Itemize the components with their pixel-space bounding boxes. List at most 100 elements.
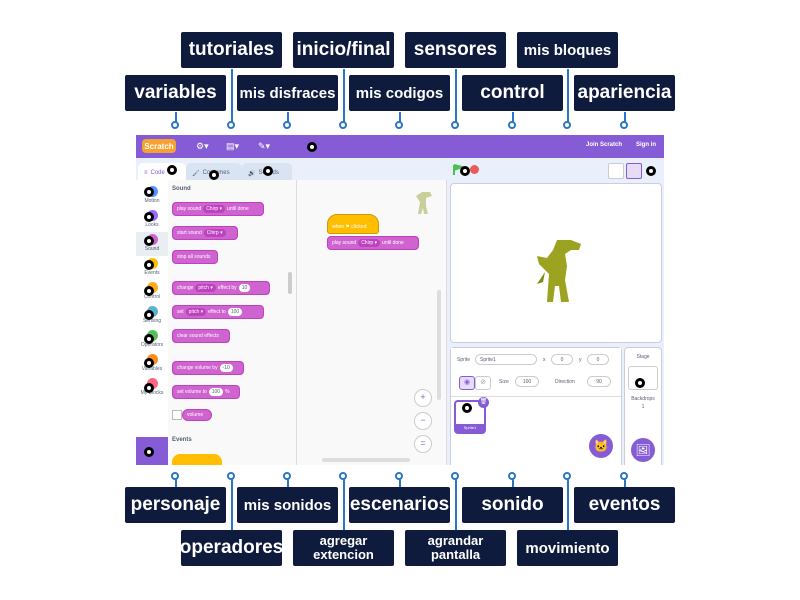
volume-checkbox[interactable]: [172, 410, 182, 420]
label-escenarios[interactable]: escenarios: [349, 487, 450, 523]
reporter-volume[interactable]: volume: [182, 409, 212, 421]
y-input[interactable]: 0: [587, 354, 609, 365]
marker-sound: [144, 236, 154, 246]
palette-scrollbar[interactable]: [288, 272, 292, 294]
marker-extension: [144, 447, 154, 457]
label-personaje[interactable]: personaje: [125, 487, 226, 523]
connector-pin: [508, 121, 516, 129]
label-agrandar-pantalla[interactable]: agrandar pantalla: [405, 530, 506, 566]
block-change-volume[interactable]: change volume by-10: [172, 361, 244, 375]
menu-bar: Scratch ⚙▾ ▤▾ ✎▾ Join Scratch Sign in: [136, 135, 664, 158]
zoom-reset-button[interactable]: =: [414, 435, 432, 453]
marker-sprite: [462, 403, 472, 413]
connector: [231, 69, 233, 122]
connector-pin: [283, 121, 291, 129]
connector-pin: [620, 121, 628, 129]
connector: [512, 479, 514, 488]
block-when-flag-clicked[interactable]: [172, 454, 222, 465]
connector: [455, 69, 457, 122]
marker-variables: [144, 358, 154, 368]
y-label: y: [579, 357, 582, 363]
scratch-logo[interactable]: Scratch: [142, 139, 176, 153]
label-mis-codigos[interactable]: mis codigos: [349, 75, 450, 111]
block-stop-all-sounds[interactable]: stop all sounds: [172, 250, 218, 264]
choose-backdrop-button[interactable]: 🖼: [631, 438, 655, 462]
join-scratch-link[interactable]: Join Scratch: [586, 142, 623, 148]
label-operadores[interactable]: operadores: [180, 530, 283, 566]
category-menu: Motion Looks Sound Events Control Sensin…: [136, 180, 169, 465]
connector-pin: [227, 121, 235, 129]
marker-operators: [144, 334, 154, 344]
sprite-watermark-icon: [416, 192, 432, 214]
connector-pin: [563, 121, 571, 129]
choose-sprite-button[interactable]: 🐱: [589, 434, 613, 458]
size-label: Size: [499, 379, 509, 385]
gear-icon[interactable]: ⚙▾: [196, 141, 209, 151]
label-variables[interactable]: variables: [125, 75, 226, 111]
sign-in-link[interactable]: Sign in: [636, 142, 656, 148]
label-apariencia[interactable]: apariencia: [574, 75, 675, 111]
marker-looks: [144, 212, 154, 222]
delete-sprite-icon[interactable]: 🗑: [478, 397, 489, 408]
marker-green-flag: [460, 166, 470, 176]
marker-my-blocks: [144, 383, 154, 393]
zoom-out-button[interactable]: −: [414, 412, 432, 430]
edit-icon[interactable]: ✎▾: [258, 141, 271, 151]
sprite-name-input[interactable]: Sprite1: [475, 354, 537, 365]
label-mis-disfraces[interactable]: mis disfraces: [237, 75, 338, 111]
connector: [567, 479, 569, 530]
label-sensores[interactable]: sensores: [405, 32, 506, 68]
backdrops-label: Backdrops: [631, 396, 655, 402]
marker-menubar: [307, 142, 317, 152]
connector: [343, 479, 345, 530]
connector: [343, 69, 345, 122]
file-icon[interactable]: ▤▾: [226, 141, 240, 151]
connector-pin: [451, 121, 459, 129]
marker-fullscreen: [646, 166, 656, 176]
label-control[interactable]: control: [462, 75, 563, 111]
marker-control: [144, 286, 154, 296]
stage-title: Stage: [636, 354, 650, 360]
label-eventos[interactable]: eventos: [574, 487, 675, 523]
label-agregar-extencion[interactable]: agregar extencion: [293, 530, 394, 566]
stage-header: [450, 162, 660, 180]
stage-canvas[interactable]: [450, 183, 662, 343]
normal-stage-button[interactable]: [626, 163, 642, 179]
script-when-flag-clicked[interactable]: when ⚑ clicked: [327, 214, 379, 234]
show-visible-button[interactable]: ◉: [459, 376, 475, 390]
workspace-scrollbar-horizontal[interactable]: [322, 458, 410, 462]
small-stage-button[interactable]: [608, 163, 624, 179]
show-hidden-button[interactable]: ⊘: [475, 376, 491, 390]
direction-input[interactable]: 90: [587, 376, 611, 387]
size-input[interactable]: 100: [515, 376, 539, 387]
workspace-scrollbar-vertical[interactable]: [437, 290, 441, 400]
marker-costumes-tab: [209, 170, 219, 180]
connector: [175, 112, 177, 122]
label-mis-sonidos[interactable]: mis sonidos: [237, 487, 338, 523]
section-title-sound: Sound: [172, 186, 191, 192]
stage-selector[interactable]: Stage Backdrops 1 🖼: [624, 347, 662, 465]
x-label: x: [543, 357, 546, 363]
label-mis-bloques[interactable]: mis bloques: [517, 32, 618, 68]
x-input[interactable]: 0: [551, 354, 573, 365]
label-tutoriales[interactable]: tutoriales: [181, 32, 282, 68]
zoom-in-button[interactable]: +: [414, 389, 432, 407]
label-movimiento[interactable]: movimiento: [517, 530, 618, 566]
connector: [287, 112, 289, 122]
connector: [399, 112, 401, 122]
block-clear-sound-effects[interactable]: clear sound effects: [172, 329, 230, 343]
label-inicio-final[interactable]: inicio/final: [293, 32, 394, 68]
label-sonido[interactable]: sonido: [462, 487, 563, 523]
direction-label: Direction: [555, 379, 575, 385]
connector: [175, 479, 177, 488]
dinosaur-sprite[interactable]: [531, 236, 585, 304]
stop-icon[interactable]: [470, 165, 479, 174]
